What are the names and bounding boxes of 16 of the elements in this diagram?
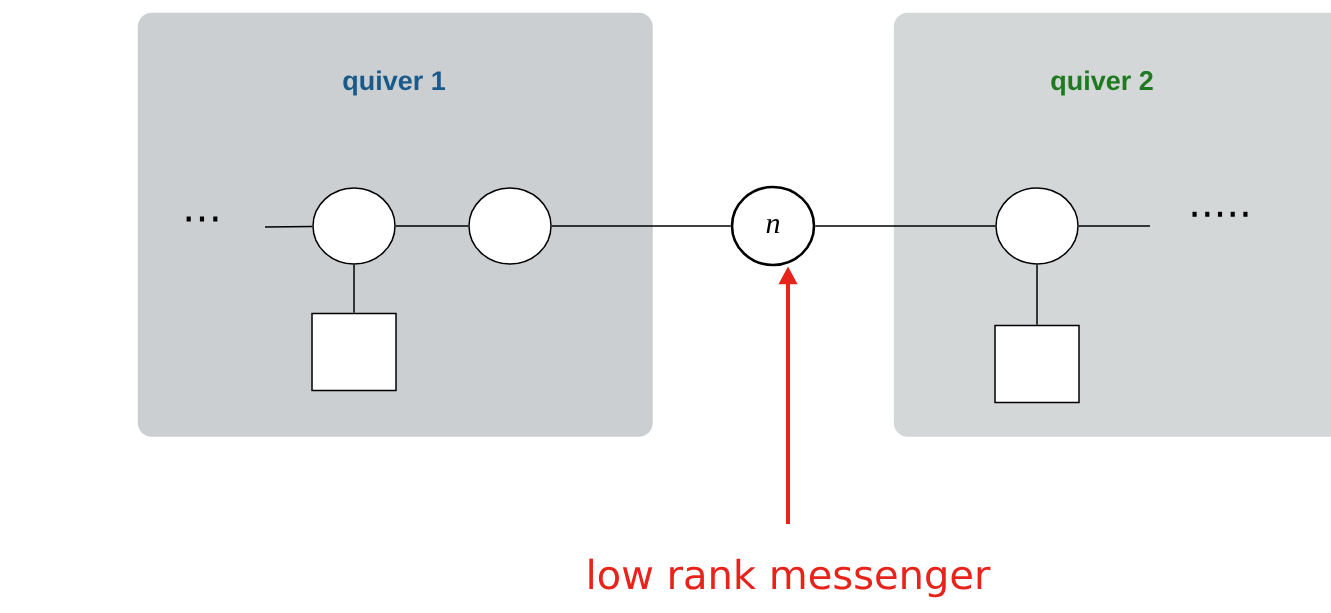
ellipsis-dots: ⋯	[186, 216, 218, 222]
flavor-box	[311, 312, 397, 392]
ellipsis-dots: ·····	[1192, 211, 1248, 217]
edge-line	[814, 225, 996, 227]
gauge-node: n	[730, 185, 816, 267]
gauge-node	[468, 187, 552, 265]
edge-line	[395, 225, 469, 227]
edge-line	[1078, 225, 1151, 227]
flavor-box	[994, 324, 1080, 404]
gauge-node	[995, 187, 1079, 265]
gauge-node	[312, 187, 396, 265]
edge-line	[551, 225, 732, 227]
edge-line	[1036, 264, 1038, 326]
edge-line	[264, 225, 313, 228]
edge-line	[353, 264, 355, 314]
annotation-text: low rank messenger	[589, 558, 991, 598]
